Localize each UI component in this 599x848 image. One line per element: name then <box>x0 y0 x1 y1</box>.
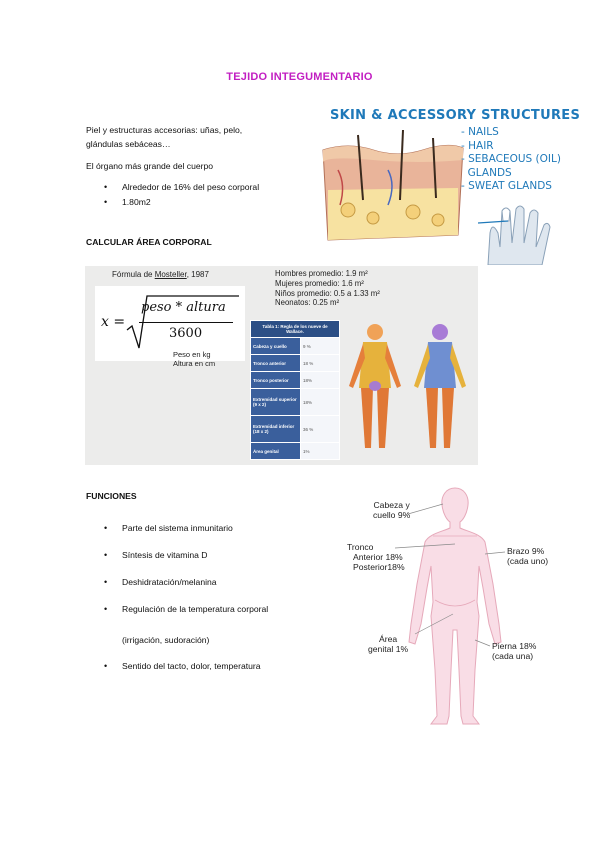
label-line: Pierna 18% <box>492 641 537 651</box>
front-body-drawing <box>349 324 401 448</box>
average-item: Hombres promedio: 1.9 m² <box>275 269 368 278</box>
table-cell: Extremidad inferior (18 x 2) <box>250 415 301 443</box>
intro-line-1: Piel y estructuras accesorias: uñas, pel… <box>86 125 243 135</box>
unit-weight: Peso en kg <box>173 350 211 359</box>
mosteller-figure: Fórmula de Mosteller, 1987 x = peso * al… <box>85 266 478 465</box>
formula-box: x = peso * altura 3600 <box>95 286 245 361</box>
intro-line-3: El órgano más grande del cuerpo <box>86 161 214 171</box>
label-line: genital 1% <box>368 644 409 654</box>
list-item: Sentido del tacto, dolor, temperatura <box>104 661 260 671</box>
table-cell: 1% <box>300 442 340 460</box>
label-line: Anterior 18% <box>353 552 403 562</box>
label-line: Área <box>378 634 398 644</box>
skin-item: - SEBACEOUS (OIL) <box>461 153 561 165</box>
table-cell: Tronco anterior <box>250 354 301 372</box>
label-line: Posterior18% <box>353 562 405 572</box>
intro-bullets: Alrededor de 16% del peso corporal 1.80m… <box>104 182 259 207</box>
table-row: Extremidad superior (9 x 2)18% <box>250 388 340 416</box>
label-leader-lines <box>394 503 506 647</box>
table-cell: 18 % <box>300 354 340 372</box>
rule-of-nines-bodies <box>349 324 466 448</box>
page-title: TEJIDO INTEGUMENTARIO <box>226 71 373 83</box>
skin-item: - HAIR <box>461 139 494 152</box>
label-line: Brazo 9% <box>507 546 545 556</box>
table-cell: Cabeza y cuello <box>250 337 301 355</box>
body-silhouette-figure: Cabeza y cuello 9% Tronco Anterior 18% P… <box>335 484 560 729</box>
intro-line-2: glándulas sebáceas… <box>86 139 171 149</box>
hand-drawing <box>478 205 551 265</box>
title-suffix: , 1987 <box>186 270 209 279</box>
average-item: Niños promedio: 0.5 a 1.33 m² <box>275 288 380 298</box>
skin-item: - NAILS <box>461 126 499 138</box>
rule-of-nines-table: Tabla 1: Regla de los nueve de Wallace. … <box>250 320 340 460</box>
silhouette-drawing <box>408 487 502 725</box>
bsa-averages: Hombres promedio: 1.9 m² Mujeres promedi… <box>275 269 380 308</box>
skin-item: - SWEAT GLANDS <box>461 180 552 192</box>
list-item: Síntesis de vitamina D <box>104 550 268 560</box>
title-name: Mosteller <box>154 270 187 279</box>
label-head: Cabeza y cuello 9% <box>373 500 410 520</box>
table-header: Tabla 1: Regla de los nueve de Wallace. <box>250 320 340 338</box>
skin-layers-drawing <box>322 130 464 241</box>
formula-denominator: 3600 <box>169 326 203 341</box>
label-line: cuello 9% <box>373 510 411 520</box>
label-line: (cada uno) <box>507 556 549 566</box>
table-cell: Área genital <box>250 442 301 460</box>
label-line: (cada una) <box>492 651 534 661</box>
formula-units: Peso en kg Altura en cm <box>173 350 215 368</box>
average-item: Neonatos: 0.25 m² <box>275 298 340 308</box>
label-arm: Brazo 9% (cada uno) <box>507 546 548 566</box>
skin-items: - NAILS - HAIR - SEBACEOUS (OIL) GLANDS … <box>461 126 561 194</box>
fraction-bar <box>139 322 233 323</box>
formula-numerator: peso * altura <box>141 300 226 315</box>
label-line: Cabeza y <box>373 500 410 510</box>
list-item: Alrededor de 16% del peso corporal <box>104 182 259 192</box>
sqrt-sign <box>126 295 239 349</box>
table-cell: Extremidad superior (9 x 2) <box>250 388 301 416</box>
list-item: 1.80m2 <box>104 197 259 207</box>
title-prefix: Fórmula de <box>112 270 155 279</box>
functions-list-2: Sentido del tacto, dolor, temperatura <box>104 661 260 671</box>
list-item: Parte del sistema inmunitario <box>104 523 268 533</box>
average-item: Mujeres promedio: 1.6 m² <box>275 278 364 288</box>
label-trunk: Tronco Anterior 18% Posterior18% <box>347 542 405 572</box>
formula-x: x = <box>101 314 126 330</box>
skin-heading: SKIN & ACCESSORY STRUCTURES <box>330 108 581 123</box>
table-cell: Tronco posterior <box>250 371 301 389</box>
intro-text: Piel y estructuras accesorias: uñas, pel… <box>86 123 242 151</box>
unit-height: Altura en cm <box>173 359 216 368</box>
table-cell: 18% <box>300 371 340 389</box>
mosteller-title: Fórmula de Mosteller, 1987 <box>112 270 209 279</box>
functions-list: Parte del sistema inmunitario Síntesis d… <box>104 523 268 614</box>
list-item: Deshidratación/melanina <box>104 577 268 587</box>
functions-continuation: (irrigación, sudoración) <box>122 635 210 645</box>
skin-item: GLANDS <box>461 166 512 179</box>
table-cell: 36 % <box>300 415 340 443</box>
table-cell: 9 % <box>300 337 340 355</box>
label-line: Tronco <box>347 542 374 552</box>
label-leg: Pierna 18% (cada una) <box>492 641 536 661</box>
back-body-drawing <box>414 324 466 448</box>
section-functions-heading: FUNCIONES <box>86 491 137 501</box>
label-genital: Área genital 1% <box>368 634 408 654</box>
table-cell: 18% <box>300 388 340 416</box>
list-item: Regulación de la temperatura corporal <box>104 604 268 614</box>
section-area-heading: CALCULAR ÁREA CORPORAL <box>86 237 212 247</box>
table-row: Extremidad inferior (18 x 2)36 % <box>250 415 340 443</box>
skin-illustration: SKIN & ACCESSORY STRUCTURES - NAILS - HA… <box>318 108 580 268</box>
